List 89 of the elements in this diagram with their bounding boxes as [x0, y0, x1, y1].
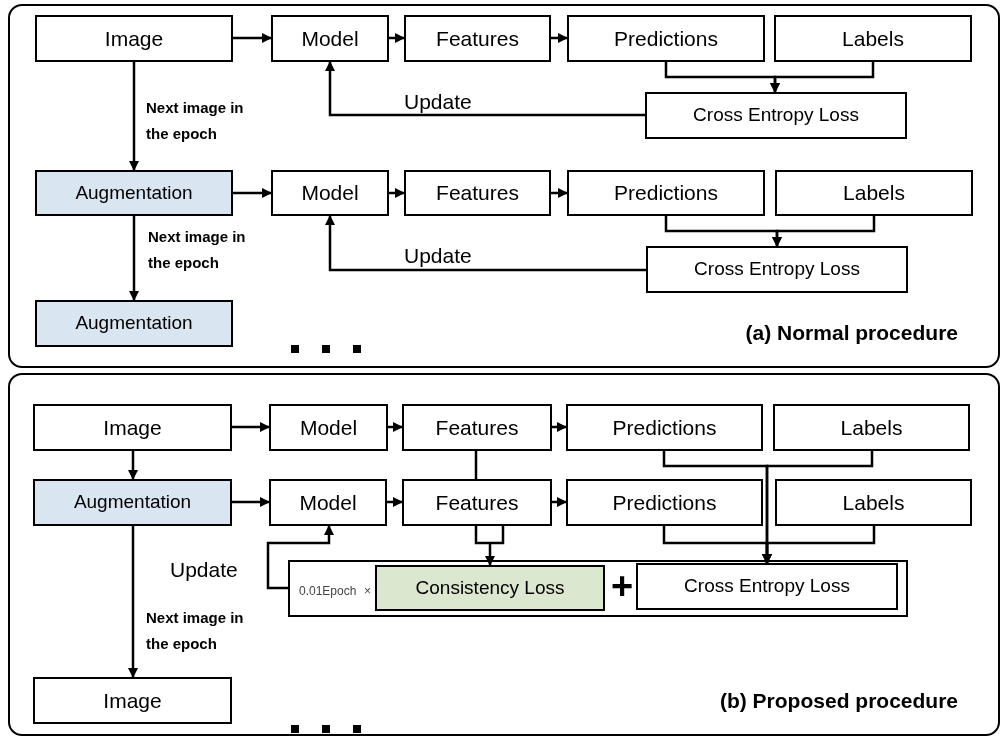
box-label: Cross Entropy Loss — [693, 103, 859, 128]
panel-frame — [8, 4, 1000, 368]
edge-label: Update — [404, 243, 472, 269]
loss-sum-box — [288, 560, 908, 617]
box-label: Model — [299, 414, 358, 441]
arrow — [233, 33, 272, 43]
edge-label: Update — [404, 89, 472, 115]
box-label: Augmentation — [75, 311, 193, 336]
box-label: Features — [435, 489, 519, 516]
process-box — [269, 479, 387, 526]
box-label: Model — [299, 489, 357, 516]
box-label: Augmentation — [75, 180, 193, 205]
arrow — [233, 188, 272, 198]
arrow — [389, 188, 405, 198]
box-label: Model — [301, 25, 359, 52]
box-label: Features — [436, 25, 519, 52]
arrow — [128, 526, 138, 678]
box-label: Labels — [843, 180, 905, 207]
arrow — [552, 422, 567, 432]
arrow — [266, 525, 334, 590]
arrow — [770, 62, 875, 93]
panel-frame — [8, 373, 1000, 736]
box-label: Cross Entropy Loss — [694, 257, 860, 282]
panel-caption: (a) Normal procedure — [745, 319, 958, 346]
loss-box — [646, 246, 908, 293]
box-label: Labels — [840, 414, 903, 441]
multiply-sign: × — [364, 583, 371, 600]
loss-box — [375, 565, 605, 611]
edge-label: Next image in the epoch — [148, 227, 247, 273]
edge-label: Next image in the epoch — [146, 98, 245, 144]
process-box — [35, 15, 233, 62]
edge-label: Next image in the epoch — [146, 608, 245, 654]
process-box — [775, 479, 972, 526]
edge-label: Update — [170, 557, 238, 583]
arrow — [232, 497, 270, 507]
arrow — [389, 33, 405, 43]
weight-label: 0.01Epoch — [299, 583, 357, 600]
augmentation-box — [33, 479, 232, 526]
process-box — [567, 15, 765, 62]
box-label: Labels — [842, 25, 904, 52]
arrow — [232, 422, 270, 432]
arrow — [128, 451, 138, 480]
process-box — [271, 15, 389, 62]
loss-box — [636, 563, 898, 610]
plus-sign: + — [611, 564, 634, 608]
panel-caption: (b) Proposed procedure — [719, 687, 958, 714]
box-label: Features — [435, 414, 519, 441]
process-box — [775, 170, 973, 216]
box-label: Consistency Loss — [415, 575, 565, 600]
arrow — [552, 497, 567, 507]
box-label: Predictions — [614, 25, 718, 52]
box-label: Augmentation — [73, 490, 192, 515]
arrow — [551, 188, 568, 198]
box-label: Predictions — [612, 414, 717, 441]
box-label: Predictions — [612, 489, 717, 516]
augmentation-box — [35, 170, 233, 216]
arrow — [387, 497, 403, 507]
process-box — [402, 479, 552, 526]
process-box — [773, 404, 970, 451]
arrow — [325, 215, 646, 272]
box-label: Image — [103, 687, 162, 714]
box-label: Image — [103, 414, 162, 441]
process-box — [33, 677, 232, 724]
arrow — [129, 216, 139, 301]
arrow — [325, 61, 645, 117]
process-box — [566, 479, 763, 526]
box-label: Features — [436, 180, 519, 207]
process-box — [402, 404, 552, 451]
process-box — [33, 404, 232, 451]
arrow — [474, 524, 505, 566]
arrow — [762, 526, 876, 564]
box-label: Labels — [842, 489, 905, 516]
arrow — [772, 216, 876, 247]
box-label: Image — [104, 25, 164, 52]
loss-box — [645, 92, 907, 139]
process-box — [271, 170, 389, 216]
process-box — [269, 404, 388, 451]
process-box — [404, 15, 551, 62]
box-label: Predictions — [614, 180, 718, 207]
box-label: Cross Entropy Loss — [684, 574, 850, 599]
process-box — [567, 170, 765, 216]
arrow — [129, 62, 139, 171]
process-box — [566, 404, 763, 451]
augmentation-box — [35, 300, 233, 347]
arrow — [388, 422, 403, 432]
arrow — [551, 33, 568, 43]
box-label: Model — [301, 180, 359, 207]
process-box — [404, 170, 551, 216]
process-box — [774, 15, 972, 62]
